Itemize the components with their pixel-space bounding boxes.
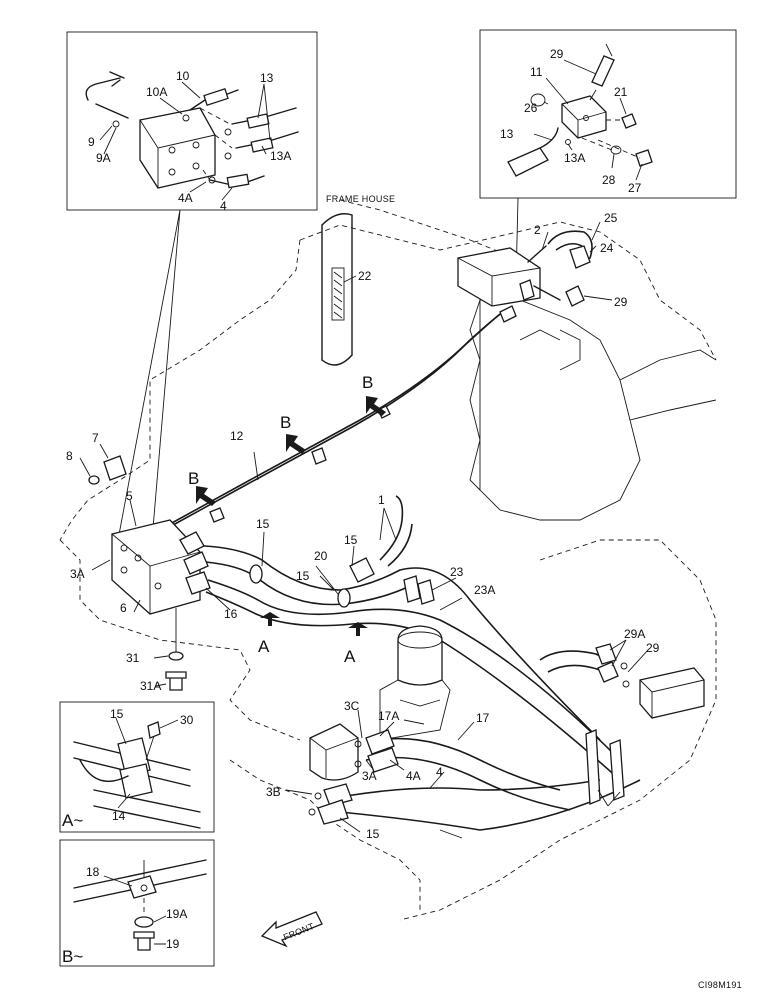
relay-block-31 [539, 639, 705, 719]
callout-25: 25 [604, 211, 618, 225]
callout-9a: 9A [96, 151, 111, 165]
callout-29-main: 29 [614, 295, 628, 309]
callout-8: 8 [66, 449, 73, 463]
bolt-16-washer-16a [165, 608, 187, 691]
callout-5: 5 [126, 489, 133, 503]
callout-7: 7 [92, 431, 99, 445]
callout-4: 15 [366, 827, 380, 841]
callout-31: 29A [624, 627, 645, 641]
callout-27: 27 [628, 181, 642, 195]
bolt-7-nut-8 [79, 443, 127, 485]
hose-bundle [203, 495, 621, 781]
callout-4: 4 [220, 199, 227, 213]
callout-23: 23 [450, 565, 464, 579]
swivel-joint [379, 625, 451, 741]
callout-6: 6 [120, 601, 127, 615]
callout-13-right: 13 [500, 127, 514, 141]
detail-a-label: A~ [62, 811, 83, 830]
callout-11: 11 [530, 65, 543, 79]
callout-3a-lower: 4 [436, 765, 443, 779]
callout-24: 24 [600, 241, 614, 255]
callout-16: 31A [140, 679, 161, 693]
front-arrow [260, 911, 323, 948]
callout-9: 9 [88, 135, 95, 149]
callout-3a: 3A [70, 567, 85, 581]
view-arrow-b-3: B [188, 469, 199, 488]
frame-house-column [321, 199, 521, 366]
detail-view-a [59, 701, 215, 833]
pilot-block-main [457, 221, 613, 307]
callout-29a: 3C [344, 699, 360, 713]
callout-15-detail-a: 15 [110, 707, 124, 721]
callout-31a: 29 [646, 641, 660, 655]
callout-19: 19 [166, 937, 180, 951]
callout-18: 18 [86, 865, 100, 879]
frame-house-label: FRAME HOUSE [326, 194, 395, 204]
callout-29-lower: 17A [378, 709, 399, 723]
callout-21: 21 [614, 85, 628, 99]
callout-14: 14 [112, 809, 126, 823]
callout-10: 10 [176, 69, 190, 83]
drawing-code: CI98M191 [698, 980, 742, 990]
callout-23a: 23A [474, 583, 495, 597]
callout-16a: 31 [126, 651, 140, 665]
inset-selector-valve [66, 31, 318, 211]
view-arrows-b [196, 396, 386, 506]
callout-22: 22 [358, 269, 372, 283]
selector-valve-main [91, 499, 231, 615]
view-arrow-b-1: B [362, 373, 373, 392]
view-arrow-a-1: A [258, 637, 270, 656]
callout-15-b: 15 [344, 533, 358, 547]
callout-19a: 19A [166, 907, 187, 921]
callout-29: 29 [550, 47, 564, 61]
callout-12: 12 [230, 429, 244, 443]
callout-4a: 3B [266, 785, 281, 799]
callout-10a: 10A [146, 85, 167, 99]
callout-30: 30 [180, 713, 194, 727]
callout-4a: 4A [178, 191, 193, 205]
detail-b-label: B~ [62, 947, 83, 966]
callout-20: 20 [314, 549, 328, 563]
callout-3b: 16 [224, 607, 238, 621]
callout-13a-right: 13A [564, 151, 585, 165]
pilot-line-12 [163, 305, 517, 531]
callout-2: 2 [534, 223, 541, 237]
callout-26: 26 [524, 101, 538, 115]
inset-pilot-block [479, 29, 737, 199]
view-arrows-a [260, 612, 368, 636]
callout-13a: 13A [270, 149, 291, 163]
detail-view-b [59, 839, 215, 967]
callout-17: 4A [406, 769, 421, 783]
callout-3c: 17 [476, 711, 490, 725]
callout-28: 28 [602, 173, 616, 187]
view-arrow-b-2: B [280, 413, 291, 432]
callout-17a: 3A [362, 769, 377, 783]
callout-15-a: 15 [256, 517, 270, 531]
pilot-valve-lower [285, 709, 641, 839]
callout-15-c: 15 [296, 569, 310, 583]
callout-13: 13 [260, 71, 274, 85]
callout-1: 1 [378, 493, 385, 507]
view-arrow-a-2: A [344, 647, 356, 666]
machine-frame-outline [59, 221, 717, 921]
